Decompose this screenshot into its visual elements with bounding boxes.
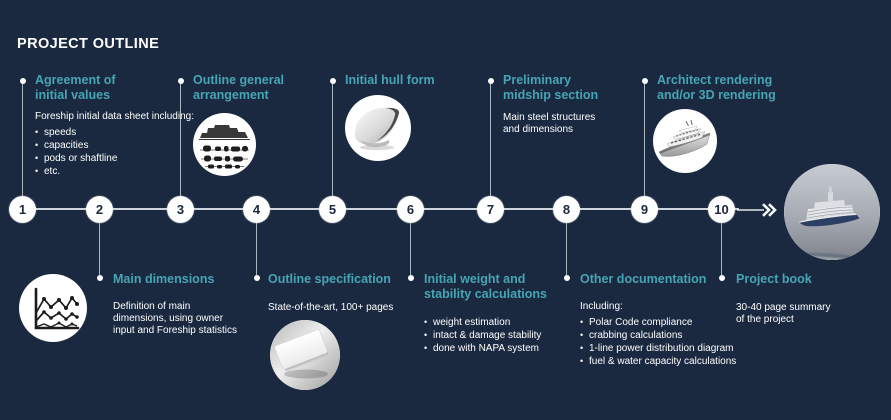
bullet-item: intact & damage stability	[424, 330, 584, 342]
connector-dot	[20, 78, 26, 84]
step-4-body: State-of-the-art, 100+ pages	[268, 302, 394, 313]
bullet-item: crabbing calculations	[580, 330, 760, 342]
step-5-title: Initial hull form	[345, 73, 435, 87]
step-8-body: Including:	[580, 301, 623, 312]
node-number: 7	[486, 202, 495, 217]
connector-line	[566, 223, 567, 275]
connector-line	[332, 84, 333, 196]
bullet-item: weight estimation	[424, 317, 584, 329]
step-10-title: Project book	[736, 272, 812, 286]
connector-dot	[330, 78, 336, 84]
connector-line	[410, 223, 411, 275]
step-1-title: Agreement of initial values	[35, 73, 116, 102]
step-1-body: Foreship initial data sheet including:	[35, 111, 194, 122]
step-8-title: Other documentation	[580, 272, 707, 286]
connector-line	[490, 84, 491, 196]
timeline-arrow-icon	[737, 203, 777, 217]
node-number: 2	[95, 202, 104, 217]
bullet-item: etc.	[35, 166, 185, 178]
node-number: 4	[252, 202, 261, 217]
connector-line	[256, 223, 257, 275]
step-6-title: Initial weight and stability calculation…	[424, 272, 547, 301]
bullet-item: pods or shaftline	[35, 153, 185, 165]
step-1-bullets: speeds capacities pods or shaftline etc.	[35, 127, 185, 179]
bullet-item: fuel & water capacity calculations	[580, 356, 760, 368]
timeline-node-6: 6	[397, 196, 424, 223]
node-number: 5	[328, 202, 337, 217]
step-10-body: 30-40 page summary of the project	[736, 302, 831, 325]
connector-dot	[564, 275, 570, 281]
bullet-item: capacities	[35, 140, 185, 152]
step-8-bullets: Polar Code compliance crabbing calculati…	[580, 317, 760, 369]
connector-line	[22, 84, 23, 196]
connector-dot	[408, 275, 414, 281]
step-3-title: Outline general arrangement	[193, 73, 284, 102]
specification-book-photo	[270, 320, 340, 390]
step-4-title: Outline specification	[268, 272, 391, 286]
step-6-bullets: weight estimation intact & damage stabil…	[424, 317, 584, 356]
node-number: 3	[176, 202, 185, 217]
yacht-3d-render	[653, 109, 717, 173]
connector-dot	[254, 275, 260, 281]
timeline-node-5: 5	[319, 196, 346, 223]
general-arrangement-drawing	[193, 113, 256, 176]
statistics-line-chart-icon	[19, 274, 87, 342]
node-number: 10	[714, 202, 729, 217]
connector-line	[644, 84, 645, 196]
step-2-body: Definition of main dimensions, using own…	[113, 301, 237, 336]
bullet-item: done with NAPA system	[424, 343, 584, 355]
timeline-node-1: 1	[9, 196, 36, 223]
timeline-node-10: 10	[708, 196, 735, 223]
bullet-item: 1-line power distribution diagram	[580, 343, 760, 355]
node-number: 9	[640, 202, 649, 217]
connector-dot	[642, 78, 648, 84]
cruise-ship-3d-render	[784, 164, 880, 260]
connector-dot	[488, 78, 494, 84]
timeline-node-7: 7	[477, 196, 504, 223]
bullet-item: speeds	[35, 127, 185, 139]
timeline-node-3: 3	[167, 196, 194, 223]
step-7-title: Preliminary midship section	[503, 73, 599, 102]
timeline-node-2: 2	[86, 196, 113, 223]
connector-line	[99, 223, 100, 275]
node-number: 1	[18, 202, 27, 217]
node-number: 6	[406, 202, 415, 217]
timeline-line	[23, 208, 739, 210]
bullet-item: Polar Code compliance	[580, 317, 760, 329]
connector-dot	[719, 275, 725, 281]
step-2-title: Main dimensions	[113, 272, 215, 286]
connector-dot	[97, 275, 103, 281]
hull-form-3d-render	[345, 95, 411, 161]
timeline-node-4: 4	[243, 196, 270, 223]
step-7-body: Main steel structures and dimensions	[503, 112, 596, 135]
step-9-title: Architect rendering and/or 3D rendering	[657, 73, 776, 102]
page-title: PROJECT OUTLINE	[17, 36, 160, 52]
node-number: 8	[562, 202, 571, 217]
connector-dot	[178, 78, 184, 84]
timeline-node-9: 9	[631, 196, 658, 223]
timeline-node-8: 8	[553, 196, 580, 223]
connector-line	[721, 223, 722, 275]
